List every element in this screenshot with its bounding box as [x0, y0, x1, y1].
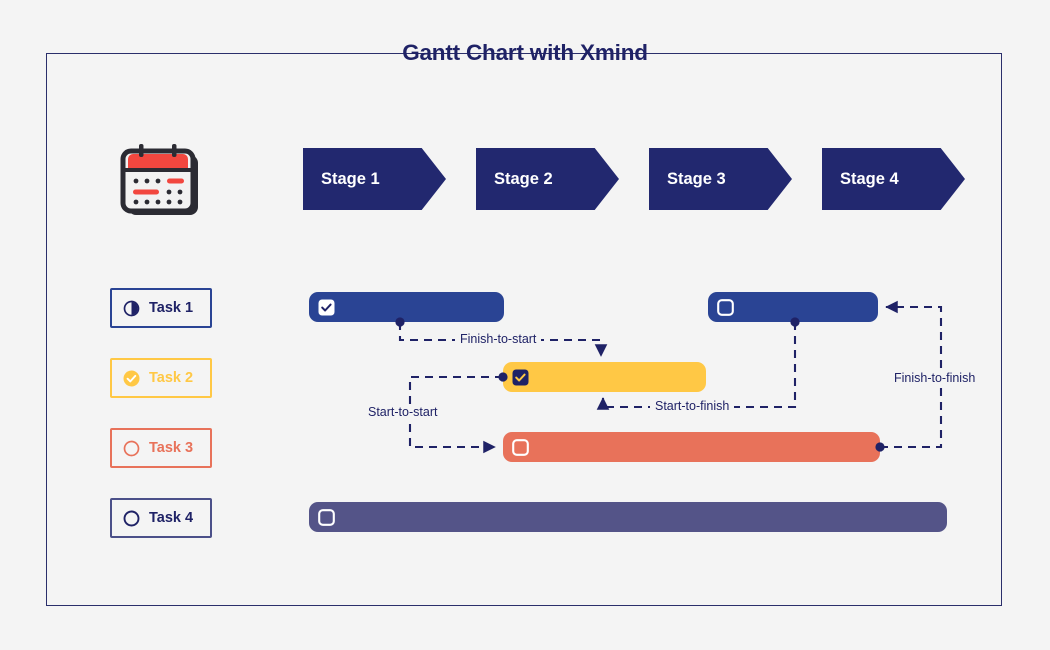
task-chip-1[interactable]: Task 1: [110, 288, 212, 328]
stage-label: Stage 2: [494, 169, 553, 188]
stage-chevron-2[interactable]: Stage 2: [476, 148, 619, 210]
page-title: Gantt Chart with Xmind: [402, 40, 648, 65]
checkbox-empty-icon[interactable]: [717, 298, 734, 316]
checkbox-empty-icon[interactable]: [512, 438, 529, 456]
stage-chevron-4[interactable]: Stage 4: [822, 148, 965, 210]
empty-circle-icon: [123, 440, 140, 457]
stage-label: Stage 1: [321, 169, 380, 188]
empty-circle-icon: [123, 510, 140, 527]
gantt-bar-task1-a[interactable]: [309, 292, 504, 322]
checkbox-empty-icon[interactable]: [318, 508, 335, 526]
task-chip-label: Task 4: [149, 510, 194, 526]
task-chip-3[interactable]: Task 3: [110, 428, 212, 468]
stage-chevron-3[interactable]: Stage 3: [649, 148, 792, 210]
gantt-bar-task2[interactable]: [503, 362, 706, 392]
dependency-label-start-to-start: Start-to-start: [363, 405, 443, 419]
title-backdrop: [323, 44, 723, 64]
task-chip-4[interactable]: Task 4: [110, 498, 212, 538]
dependency-label-start-to-finish: Start-to-finish: [650, 399, 735, 413]
task-chip-label: Task 2: [149, 370, 194, 386]
gantt-bar-task4[interactable]: [309, 502, 947, 532]
dependency-label-finish-to-start: Finish-to-start: [455, 332, 542, 346]
checkbox-checked-icon[interactable]: [318, 299, 335, 316]
stage-label: Stage 4: [840, 169, 899, 188]
dependency-label-finish-to-finish: Finish-to-finish: [889, 371, 981, 385]
task-chip-label: Task 1: [149, 300, 194, 316]
task-chip-label: Task 3: [149, 440, 194, 456]
half-filled-circle-icon: [123, 300, 140, 317]
checkbox-checked-icon[interactable]: [512, 369, 529, 386]
chart-frame: [46, 53, 1002, 606]
gantt-bar-task1-b[interactable]: [708, 292, 878, 322]
stage-chevron-1[interactable]: Stage 1: [303, 148, 446, 210]
calendar-icon: [120, 143, 204, 219]
gantt-bar-task3[interactable]: [503, 432, 880, 462]
stage-label: Stage 3: [667, 169, 726, 188]
check-circle-icon: [123, 370, 140, 387]
task-chip-2[interactable]: Task 2: [110, 358, 212, 398]
